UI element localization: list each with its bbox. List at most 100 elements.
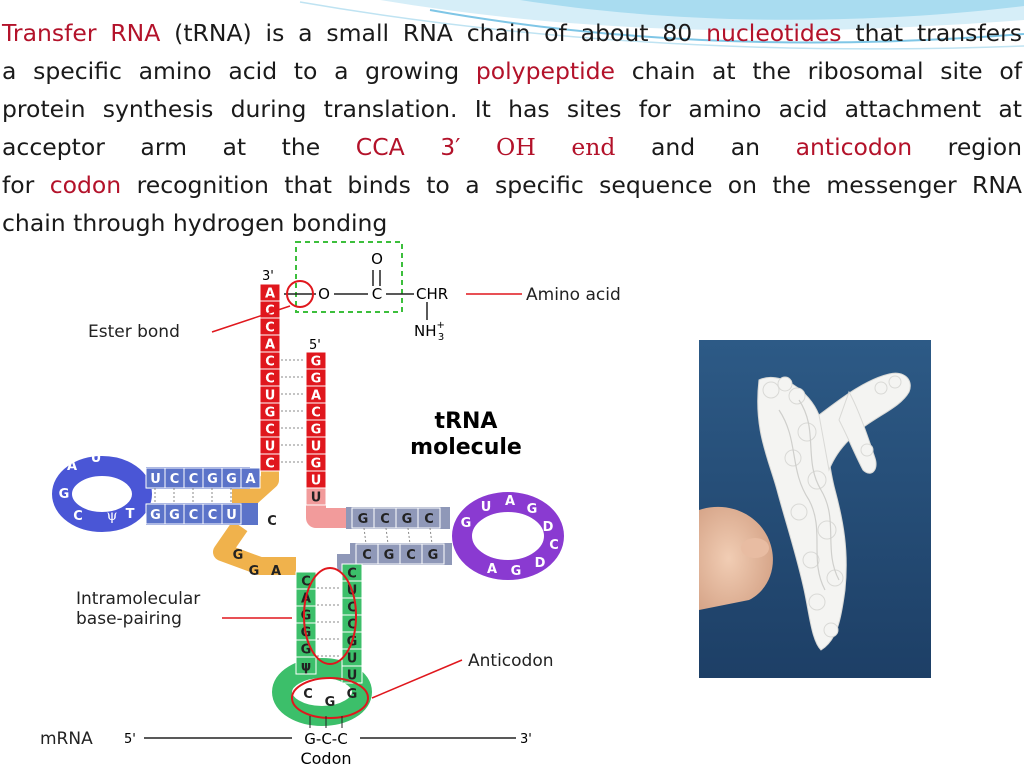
svg-text:C: C <box>189 508 199 523</box>
d-loop-base-2: G <box>59 487 70 502</box>
acceptor-base-right-6: G <box>305 453 327 472</box>
description-paragraph: Transfer RNA (tRNA) is a small RNA chain… <box>2 14 1022 242</box>
svg-text:C: C <box>380 512 390 527</box>
t-stem-top-3: C <box>417 507 441 529</box>
mrna-three-prime: 3' <box>520 732 532 747</box>
t-loop-base-4: D <box>543 520 554 535</box>
svg-text:G: G <box>402 512 413 527</box>
acceptor-base-right-0: G <box>305 351 327 370</box>
variable-base-2: G <box>249 564 260 579</box>
svg-text:C: C <box>265 321 275 336</box>
d-stem-bottom-2: C <box>183 503 204 525</box>
intramolecular-label-line1: Intramolecular <box>76 589 200 609</box>
t-loop-ring <box>452 492 564 580</box>
carboxyl-group-box <box>295 241 403 313</box>
t-loop-base-7: G <box>511 564 522 579</box>
three-prime-label: 3' <box>262 269 274 284</box>
d-loop-base-3: C <box>73 509 83 524</box>
t-loop-base-6: D <box>535 556 546 571</box>
mrna-label: mRNA <box>40 729 93 749</box>
text-segment: and an <box>615 133 796 161</box>
term-oh-end: OH end <box>460 133 616 161</box>
text-line-4: acceptor arm at the CCA 3′ OH end and an… <box>2 128 1022 166</box>
svg-text:C: C <box>265 355 275 370</box>
svg-text:C: C <box>170 472 180 487</box>
d-stem-top-3: G <box>202 467 223 489</box>
acceptor-base-left-2: C <box>259 317 281 336</box>
oxygen-double-bond-label: O <box>371 250 383 268</box>
t-stem-bottom-2: C <box>399 543 423 565</box>
text-segment: recognition that binds to a specific seq… <box>121 171 1022 199</box>
svg-text:G: G <box>301 609 312 624</box>
t-loop-base-1: U <box>481 500 492 515</box>
anticodon-stem-left-5: ψ <box>295 656 317 675</box>
term-cca-3: CCA 3′ <box>355 133 461 161</box>
text-segment: that transfers <box>841 19 1022 47</box>
svg-text:G: G <box>265 406 276 421</box>
header-swoosh <box>299 0 1024 50</box>
svg-text:A: A <box>245 472 255 487</box>
svg-text:U: U <box>311 474 322 489</box>
svg-text:U: U <box>265 389 276 404</box>
svg-text:U: U <box>226 508 237 523</box>
svg-text:A: A <box>311 389 321 404</box>
text-segment: for <box>2 171 50 199</box>
anticodon-highlight <box>291 677 369 719</box>
linker-base-u: U <box>305 487 327 506</box>
acceptor-base-left-8: C <box>259 419 281 438</box>
text-line-5: for codon recognition that binds to a sp… <box>2 166 1022 204</box>
svg-text:G: G <box>169 508 180 523</box>
acceptor-base-right-1: G <box>305 368 327 387</box>
d-stem-top-4: G <box>221 467 242 489</box>
svg-text:C: C <box>265 457 275 472</box>
acceptor-base-left-7: G <box>259 402 281 421</box>
base-pairing-highlight <box>303 567 357 665</box>
diagram-title-line2: molecule <box>410 435 522 460</box>
svg-text:C: C <box>265 372 275 387</box>
anticodon-label: Anticodon <box>468 651 554 671</box>
term-polypeptide: polypeptide <box>475 57 616 85</box>
svg-text:G: G <box>311 355 322 370</box>
t-stem-top-0: G <box>351 507 375 529</box>
anticodon-stem-right-3: C <box>341 614 363 633</box>
svg-text:G: G <box>311 457 322 472</box>
anticodon-stem-left-2: G <box>295 605 317 624</box>
anticodon-loop-ring <box>272 658 372 726</box>
svg-text:C: C <box>301 575 311 590</box>
svg-text:G: G <box>311 372 322 387</box>
d-loop-ring <box>52 456 152 532</box>
svg-text:G: G <box>384 548 395 563</box>
acceptor-base-left-4: C <box>259 351 281 370</box>
psi-base: ψ <box>107 508 118 524</box>
svg-text:C: C <box>265 304 275 319</box>
mrna-five-prime: 5' <box>124 732 136 747</box>
anticodon-loop-base-1: G <box>325 695 336 710</box>
svg-text:C: C <box>347 601 357 616</box>
text-segment: region <box>912 133 1022 161</box>
svg-text:G: G <box>428 548 439 563</box>
anticodon-stem-right-2: C <box>341 597 363 616</box>
text-segment: chain at the ribosomal site of <box>615 57 1022 85</box>
ester-oxygen-label: O <box>318 285 330 303</box>
term-codon: codon <box>49 171 122 199</box>
term-nucleotides: nucleotides <box>706 19 842 47</box>
svg-text:G: G <box>301 643 312 658</box>
variable-base-1: G <box>233 548 244 563</box>
d-stem-top-5: A <box>240 467 261 489</box>
acceptor-base-right-5: U <box>305 436 327 455</box>
model-shape <box>757 372 911 651</box>
t-loop-base-0: G <box>461 516 472 531</box>
anticodon-stem-left-4: G <box>295 639 317 658</box>
acceptor-base-right-4: G <box>305 419 327 438</box>
svg-text:U: U <box>311 440 322 455</box>
ester-bond-label: Ester bond <box>88 322 180 342</box>
svg-text:C: C <box>189 472 199 487</box>
codon-sequence: G-C-C <box>304 730 347 748</box>
svg-text:C: C <box>347 567 357 582</box>
acceptor-base-left-6: U <box>259 385 281 404</box>
ester-bond-circle <box>286 280 314 308</box>
svg-text:G: G <box>358 512 369 527</box>
d-stem-top-1: C <box>164 467 185 489</box>
d-stem-top-0: U <box>145 467 166 489</box>
